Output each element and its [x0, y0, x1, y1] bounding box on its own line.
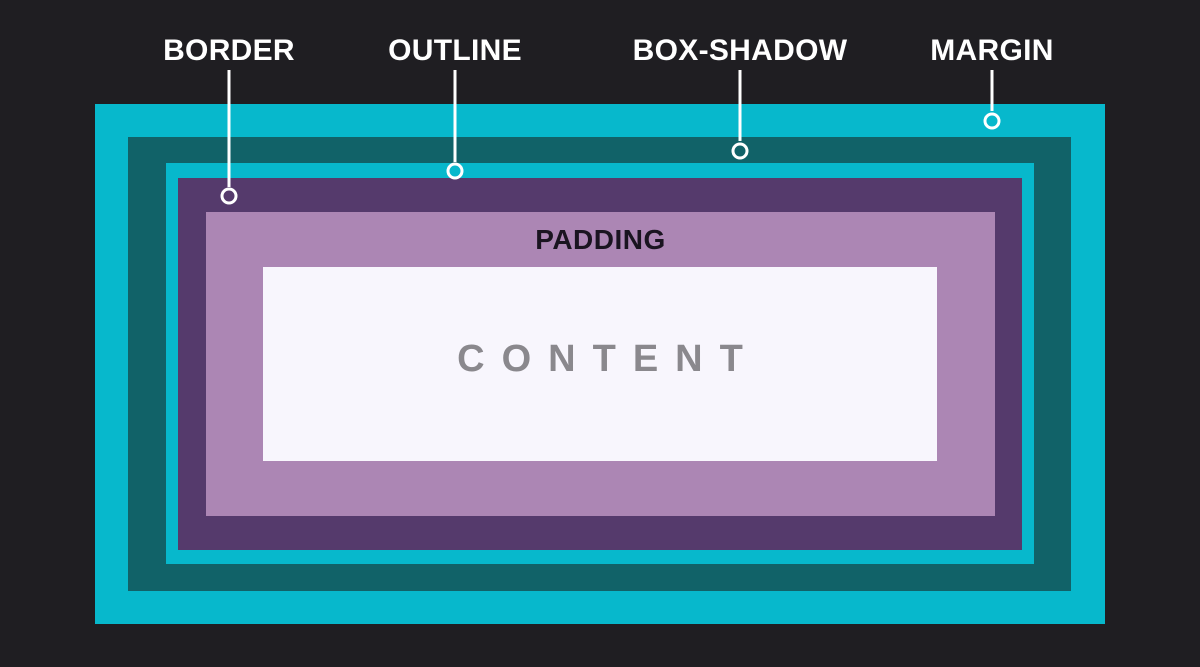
content-label: CONTENT	[457, 338, 760, 380]
margin-callout-label: MARGIN	[930, 34, 1054, 67]
padding-label: PADDING	[535, 224, 666, 255]
border-callout-line	[227, 70, 231, 187]
outline-callout-line	[453, 70, 457, 162]
content-layer	[263, 267, 937, 461]
box-shadow-callout-marker	[731, 142, 749, 160]
margin-callout-marker	[983, 112, 1001, 130]
box-shadow-callout-line	[738, 70, 742, 141]
border-callout-marker	[220, 187, 238, 205]
box-shadow-callout-label: BOX-SHADOW	[632, 34, 848, 67]
margin-callout-line	[990, 70, 994, 111]
border-callout-label: BORDER	[163, 34, 295, 67]
outline-callout-marker	[446, 162, 464, 180]
outline-callout-label: OUTLINE	[388, 34, 522, 67]
